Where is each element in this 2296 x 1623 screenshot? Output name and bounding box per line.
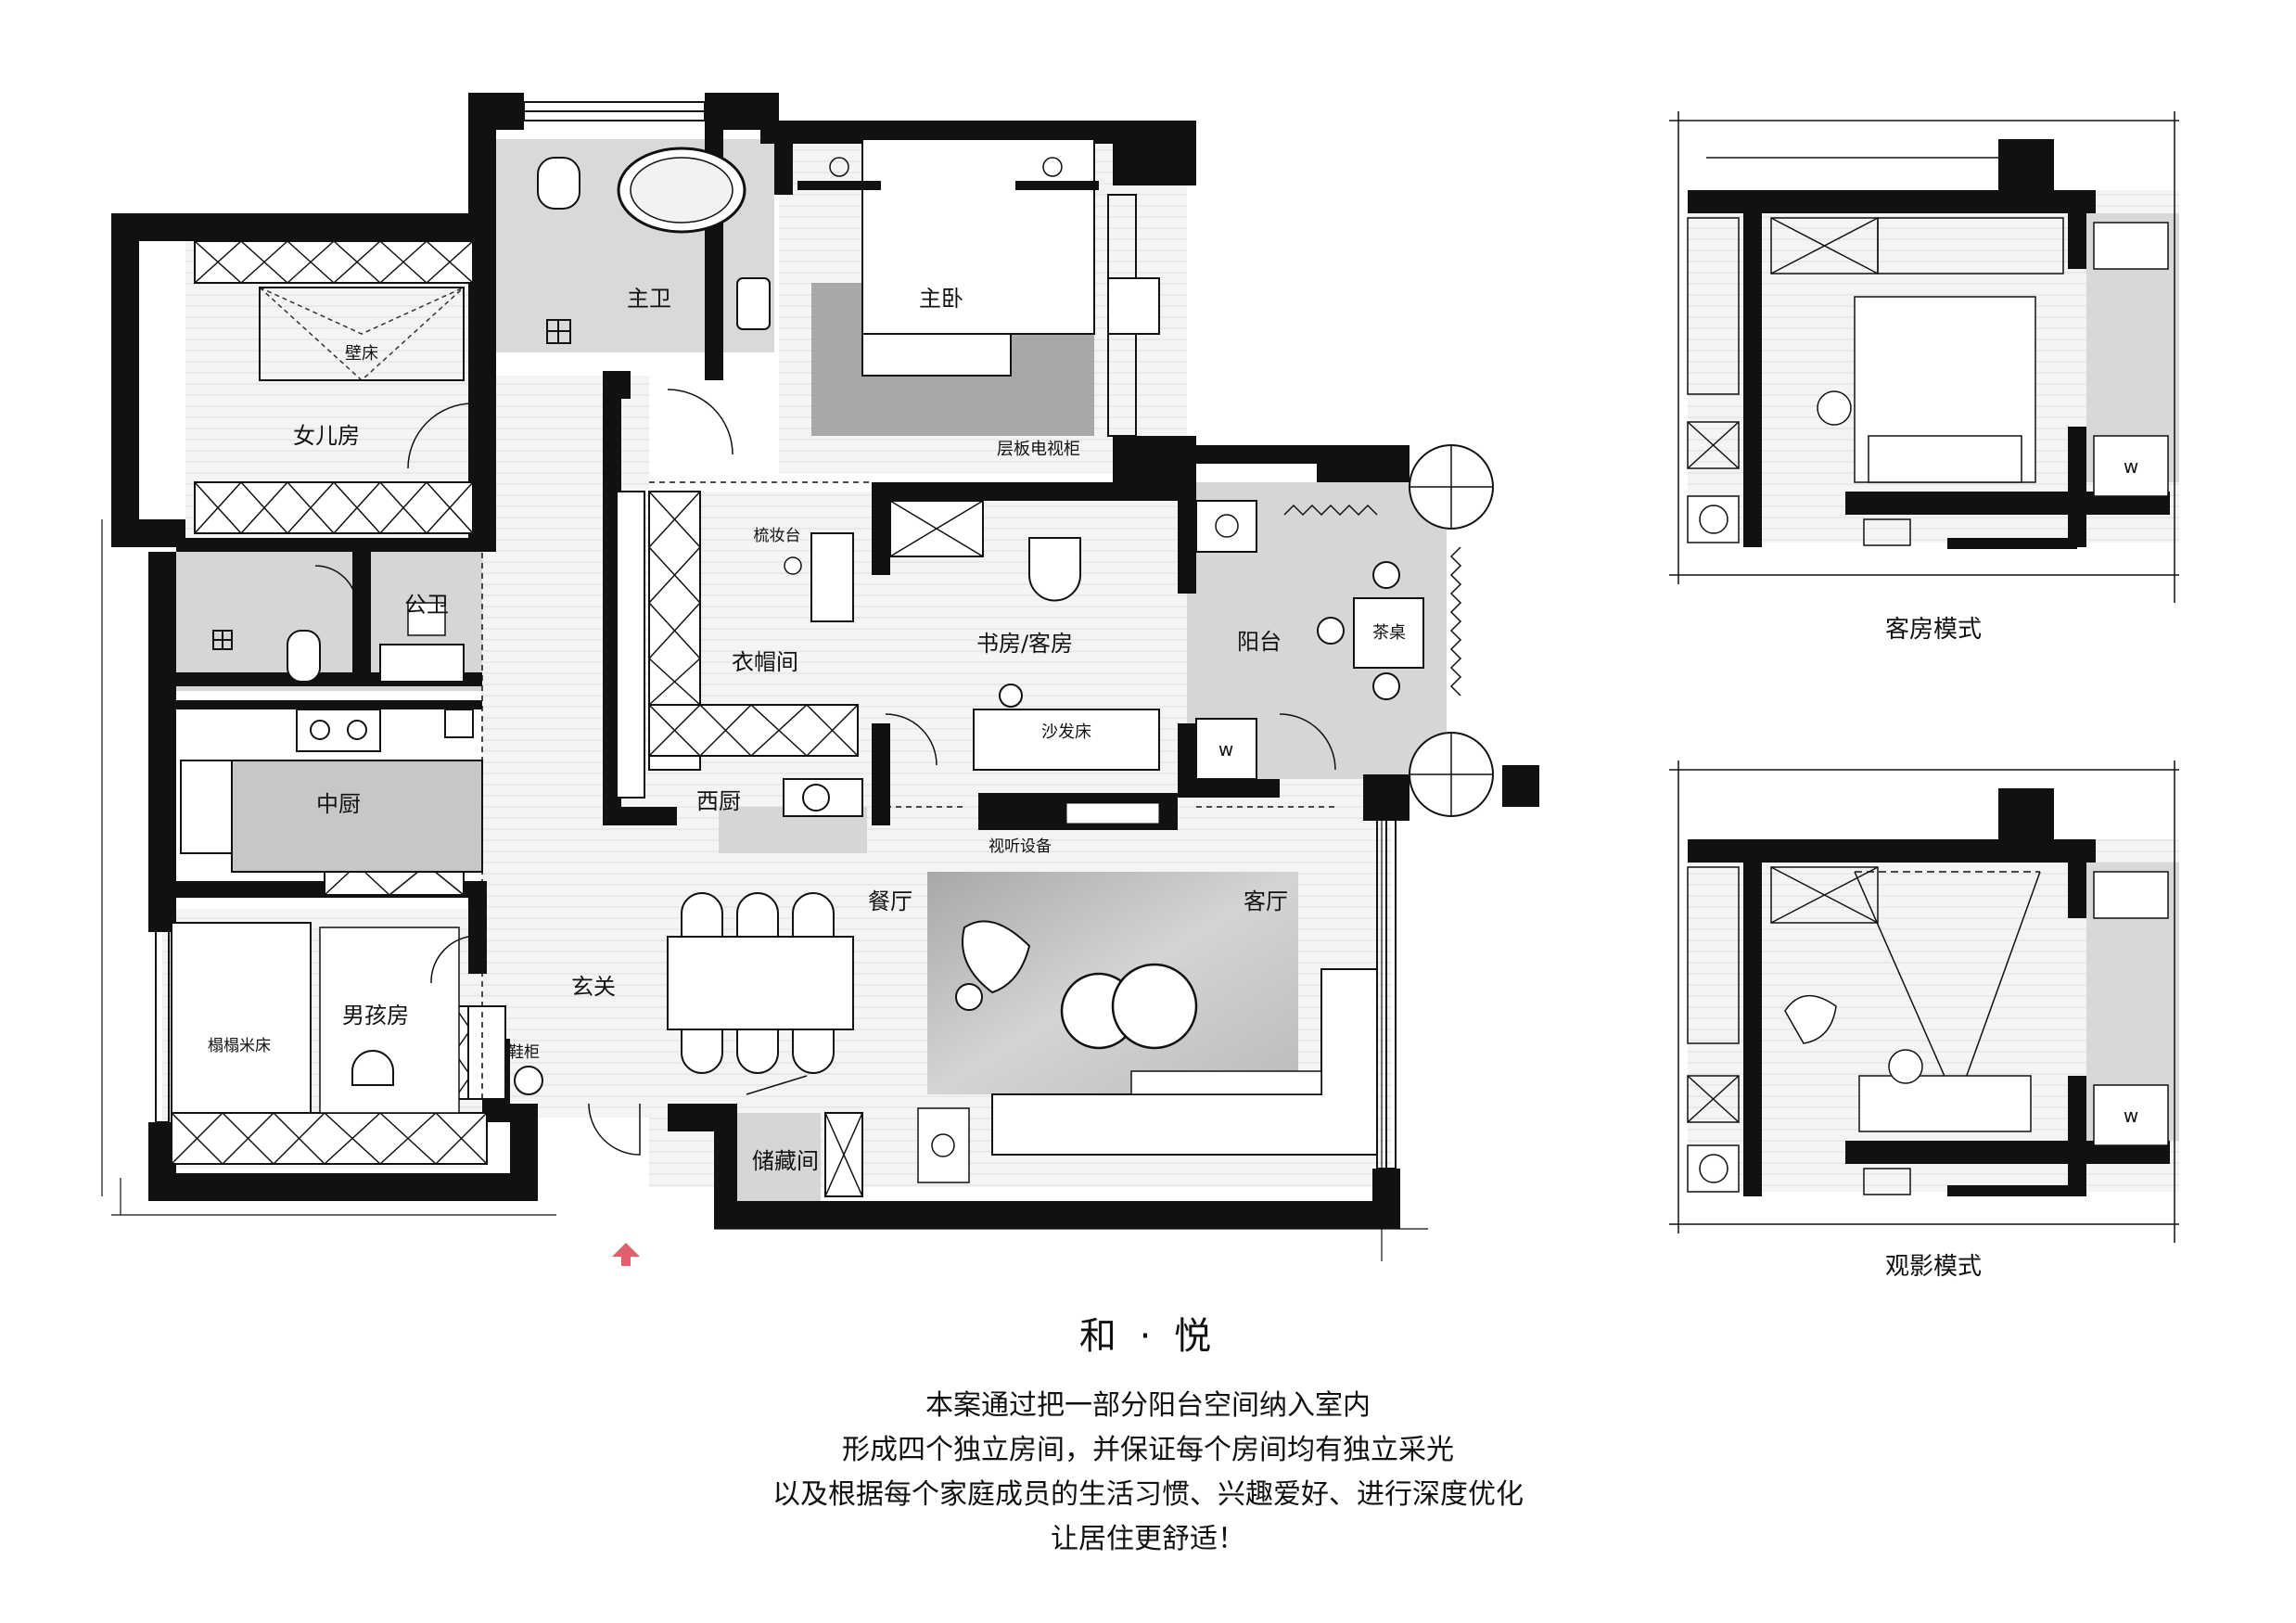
theater-mode-caption: 观影模式 [1884,1253,1982,1281]
label-kitchen: 中厨 [316,791,361,817]
description-line-1: 本案通过把一部分阳台空间纳入室内 [925,1389,1371,1422]
label-daughter-room: 女儿房 [293,423,360,449]
label-tea-table: 茶桌 [1372,623,1406,643]
label-wall-bed: 壁床 [345,344,378,364]
label-washer: w [1218,738,1233,760]
guest-mode-caption: 客房模式 [1884,616,1982,644]
label-master-bedroom: 主卧 [919,286,963,312]
label-living: 客厅 [1244,888,1288,914]
label-shoe-cabinet: 鞋柜 [508,1043,540,1062]
label-tatami-bed: 榻榻米床 [208,1037,271,1055]
label-foyer: 玄关 [571,974,616,1000]
theater-mode-inset: w [1669,760,2179,1243]
label-western-kitchen: 西厨 [696,788,741,814]
label-tv-cabinet: 层板电视柜 [997,440,1080,459]
label-dressing-table: 梳妆台 [754,527,801,545]
label-balcony: 阳台 [1237,629,1282,655]
label-master-bath: 主卫 [627,286,671,312]
description-line-3: 以及根据每个家庭成员的生活习惯、兴趣爱好、进行深度优化 [772,1478,1524,1511]
label-study-guest: 书房/客房 [976,631,1073,657]
guest-mode-inset: w [1669,111,2179,603]
label-public-bath: 公卫 [404,592,449,618]
label-boy-room: 男孩房 [342,1003,409,1029]
project-title: 和 · 悦 [1078,1315,1218,1358]
washer-label-guest: w [2124,455,2138,478]
description-line-4: 让居住更舒适！ [1051,1523,1245,1555]
washer-label-theater: w [2124,1105,2138,1127]
label-storage: 储藏间 [752,1148,819,1174]
label-cloakroom: 衣帽间 [732,649,798,675]
label-sofa-bed: 沙发床 [1041,722,1091,742]
description-line-2: 形成四个独立房间，并保证每个房间均有独立采光 [842,1434,1454,1466]
main-plan [101,93,1539,1266]
room-labels: 主卫 主卧 女儿房 壁床 层板电视柜 梳妆台 公卫 衣帽间 书房/客房 阳台 茶… [208,286,1406,1174]
label-dining: 餐厅 [868,888,912,914]
label-av-equipment: 视听设备 [989,837,1052,856]
